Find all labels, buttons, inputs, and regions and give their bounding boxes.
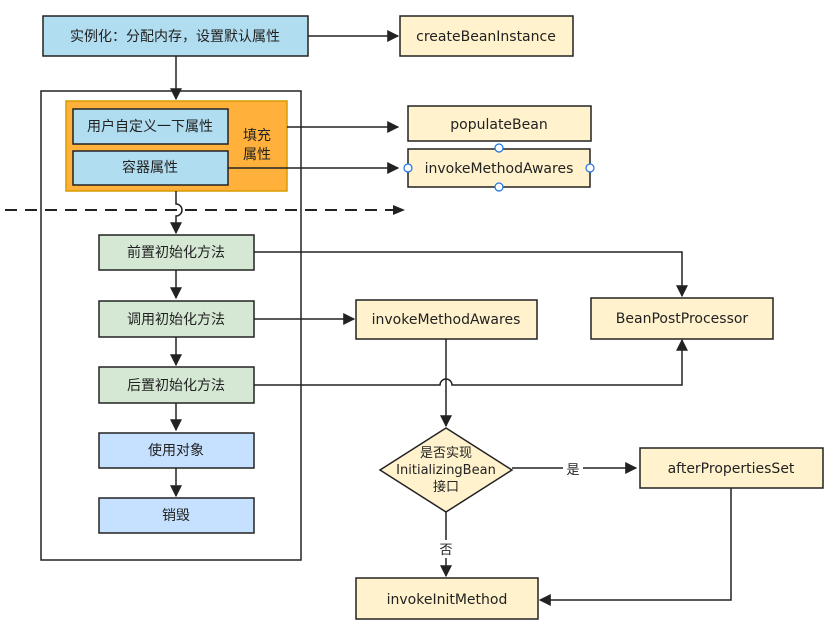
edge-pre-bpp — [254, 251, 688, 298]
bean-post-processor-label: BeanPostProcessor — [616, 311, 749, 327]
instantiate-label: 实例化：分配内存，设置默认属性 — [70, 29, 280, 45]
edge-aps-init — [538, 488, 732, 606]
use-object-box — [98, 432, 255, 469]
invoke-aware-1-label: invokeMethodAwares — [425, 161, 574, 177]
selection-handle-right[interactable] — [585, 163, 595, 173]
decision-label-2: InitializingBean — [396, 463, 496, 478]
user-props-box — [72, 108, 229, 145]
decision-diamond — [378, 427, 514, 513]
user-props-label: 用户自定义一下属性 — [87, 118, 213, 135]
create-bean-instance-label: createBeanInstance — [416, 29, 556, 45]
edge-label-no: 否 — [439, 543, 452, 558]
edge-post-bpp — [254, 338, 688, 386]
selection-handle-bottom[interactable] — [494, 182, 504, 192]
fill-props-label-2: 属性 — [243, 147, 271, 163]
selection-handle-left[interactable] — [403, 163, 413, 173]
selection-handle-top[interactable] — [494, 143, 504, 153]
decision-label-1: 是否实现 — [420, 446, 472, 461]
instantiate-box — [42, 15, 309, 57]
container-props-box — [72, 150, 229, 186]
populate-bean-box — [407, 105, 592, 142]
invoke-aware-2-box — [355, 299, 538, 340]
edge-label-yes: 是 — [566, 463, 579, 478]
call-init-box — [98, 300, 255, 338]
invoke-aware-1-box — [407, 148, 591, 188]
invoke-init-method-label: invokeInitMethod — [387, 592, 508, 608]
no-label-bg — [436, 540, 456, 558]
use-object-label: 使用对象 — [148, 442, 204, 459]
after-properties-set-box — [639, 447, 824, 489]
container-props-label: 容器属性 — [122, 159, 178, 176]
populate-bean-label: populateBean — [450, 117, 547, 133]
edge-fill-preinit — [170, 191, 183, 235]
pre-init-box — [98, 234, 255, 271]
bean-post-processor-box — [590, 297, 774, 340]
post-init-label: 后置初始化方法 — [127, 377, 225, 394]
post-init-box — [98, 366, 255, 404]
after-properties-set-label: afterPropertiesSet — [668, 461, 795, 477]
destroy-label: 销毁 — [162, 508, 190, 524]
invoke-aware-2-label: invokeMethodAwares — [372, 312, 521, 328]
invoke-init-method-box — [355, 577, 539, 620]
fill-props-label-1: 填充 — [243, 128, 271, 144]
separator-arrowhead — [393, 205, 405, 215]
yes-label-bg — [563, 460, 583, 478]
destroy-box — [98, 497, 255, 534]
decision-label-3: 接口 — [433, 479, 459, 495]
call-init-label: 调用初始化方法 — [127, 311, 225, 328]
create-bean-instance-box — [399, 15, 574, 57]
pre-init-label: 前置初始化方法 — [127, 244, 225, 261]
